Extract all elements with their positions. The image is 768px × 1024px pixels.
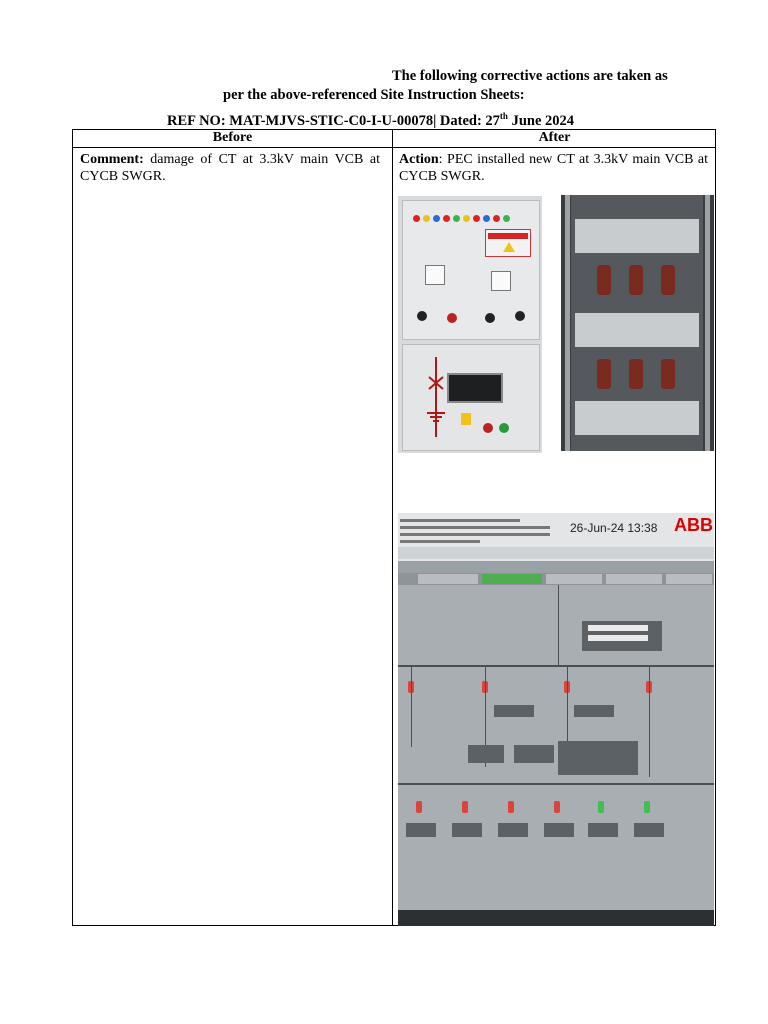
frame-rail: [705, 195, 710, 451]
switchgear-panel-photo: [398, 196, 542, 453]
readout-panel: [574, 705, 614, 717]
readout-panel: [494, 705, 534, 717]
action-text: : PEC installed new CT at 3.3kV main VCB…: [399, 152, 708, 184]
feeder-label: [514, 745, 554, 763]
indicator-lamp: [503, 215, 510, 222]
intro-line-2: per the above-referenced Site Instructio…: [223, 87, 525, 103]
busbar-shelf: [575, 401, 699, 435]
feeder-label: [634, 823, 664, 837]
analog-meter: [491, 271, 511, 291]
reference-day-suffix: th: [499, 111, 508, 122]
indicator-lamp: [443, 215, 450, 222]
comment-text: damage of CT at 3.3kV main VCB at CYCB S…: [80, 152, 380, 184]
push-button: [483, 423, 493, 433]
message-list: [398, 517, 558, 543]
scada-tab-bar: [398, 573, 714, 585]
intro-line-1: The following corrective actions are tak…: [392, 68, 668, 84]
current-transformer: [661, 265, 675, 295]
indicator-lamp: [483, 215, 490, 222]
breaker-open: [644, 801, 650, 813]
breaker-closed: [554, 801, 560, 813]
single-line-mimic-icon: [427, 357, 445, 437]
panel-lower-door: [402, 344, 540, 451]
readout-panel: [558, 741, 638, 775]
selector-knob: [485, 313, 495, 323]
scada-toolbar: [398, 547, 714, 559]
panel-upper-door: [402, 200, 540, 340]
feeder-label: [498, 823, 528, 837]
current-transformer: [629, 359, 643, 389]
indicator-lamp: [463, 215, 470, 222]
ct-compartment-photo: [561, 195, 714, 451]
reference-prefix: REF NO: MAT-MJVS-STIC-C0-I-U-00078| Date…: [167, 113, 500, 129]
indicator-lamp: [473, 215, 480, 222]
selector-knob: [417, 311, 427, 321]
current-transformer: [629, 265, 643, 295]
warning-label: [461, 413, 471, 425]
feeder-label: [588, 823, 618, 837]
table-header-divider: [73, 147, 715, 148]
table-column-divider: [392, 130, 393, 925]
indicator-lamp: [433, 215, 440, 222]
after-action: Action: PEC installed new CT at 3.3kV ma…: [399, 151, 708, 185]
indicator-lamp: [493, 215, 500, 222]
feeder-label: [452, 823, 482, 837]
feeder-label: [544, 823, 574, 837]
single-line-diagram: [398, 585, 714, 910]
indicator-lamp: [423, 215, 430, 222]
action-label: Action: [399, 152, 439, 167]
feeder-label: [468, 745, 504, 763]
frame-rail: [565, 195, 570, 451]
push-button: [499, 423, 509, 433]
reference-suffix: June 2024: [507, 113, 575, 129]
current-transformer: [661, 359, 675, 389]
feeder-label: [406, 823, 436, 837]
breaker-closed: [462, 801, 468, 813]
scada-brand-logo: ABB: [674, 515, 713, 535]
danger-sign: [485, 229, 531, 257]
busbar-shelf: [575, 219, 699, 253]
comment-label: Comment:: [80, 152, 144, 167]
scada-status-bar: [398, 910, 714, 926]
inspection-window: [447, 373, 503, 403]
scada-timestamp: 26-Jun-24 13:38: [570, 521, 658, 535]
indicator-lamp: [413, 215, 420, 222]
meter-display: [425, 265, 445, 285]
breaker-closed: [508, 801, 514, 813]
indicator-lamp: [453, 215, 460, 222]
before-comment: Comment: damage of CT at 3.3kV main VCB …: [80, 151, 380, 185]
busbar-shelf: [575, 313, 699, 347]
breaker-closed: [416, 801, 422, 813]
current-transformer: [597, 265, 611, 295]
breaker-open: [598, 801, 604, 813]
selector-knob: [447, 313, 457, 323]
header-before: Before: [212, 130, 253, 145]
scada-screen-photo: 26-Jun-24 13:38 ABB: [398, 513, 714, 926]
current-transformer: [597, 359, 611, 389]
reference-line: REF NO: MAT-MJVS-STIC-C0-I-U-00078| Date…: [167, 111, 575, 130]
selector-knob: [515, 311, 525, 321]
header-after: After: [538, 130, 571, 145]
before-after-table: Before After Comment: damage of CT at 3.…: [72, 129, 716, 926]
